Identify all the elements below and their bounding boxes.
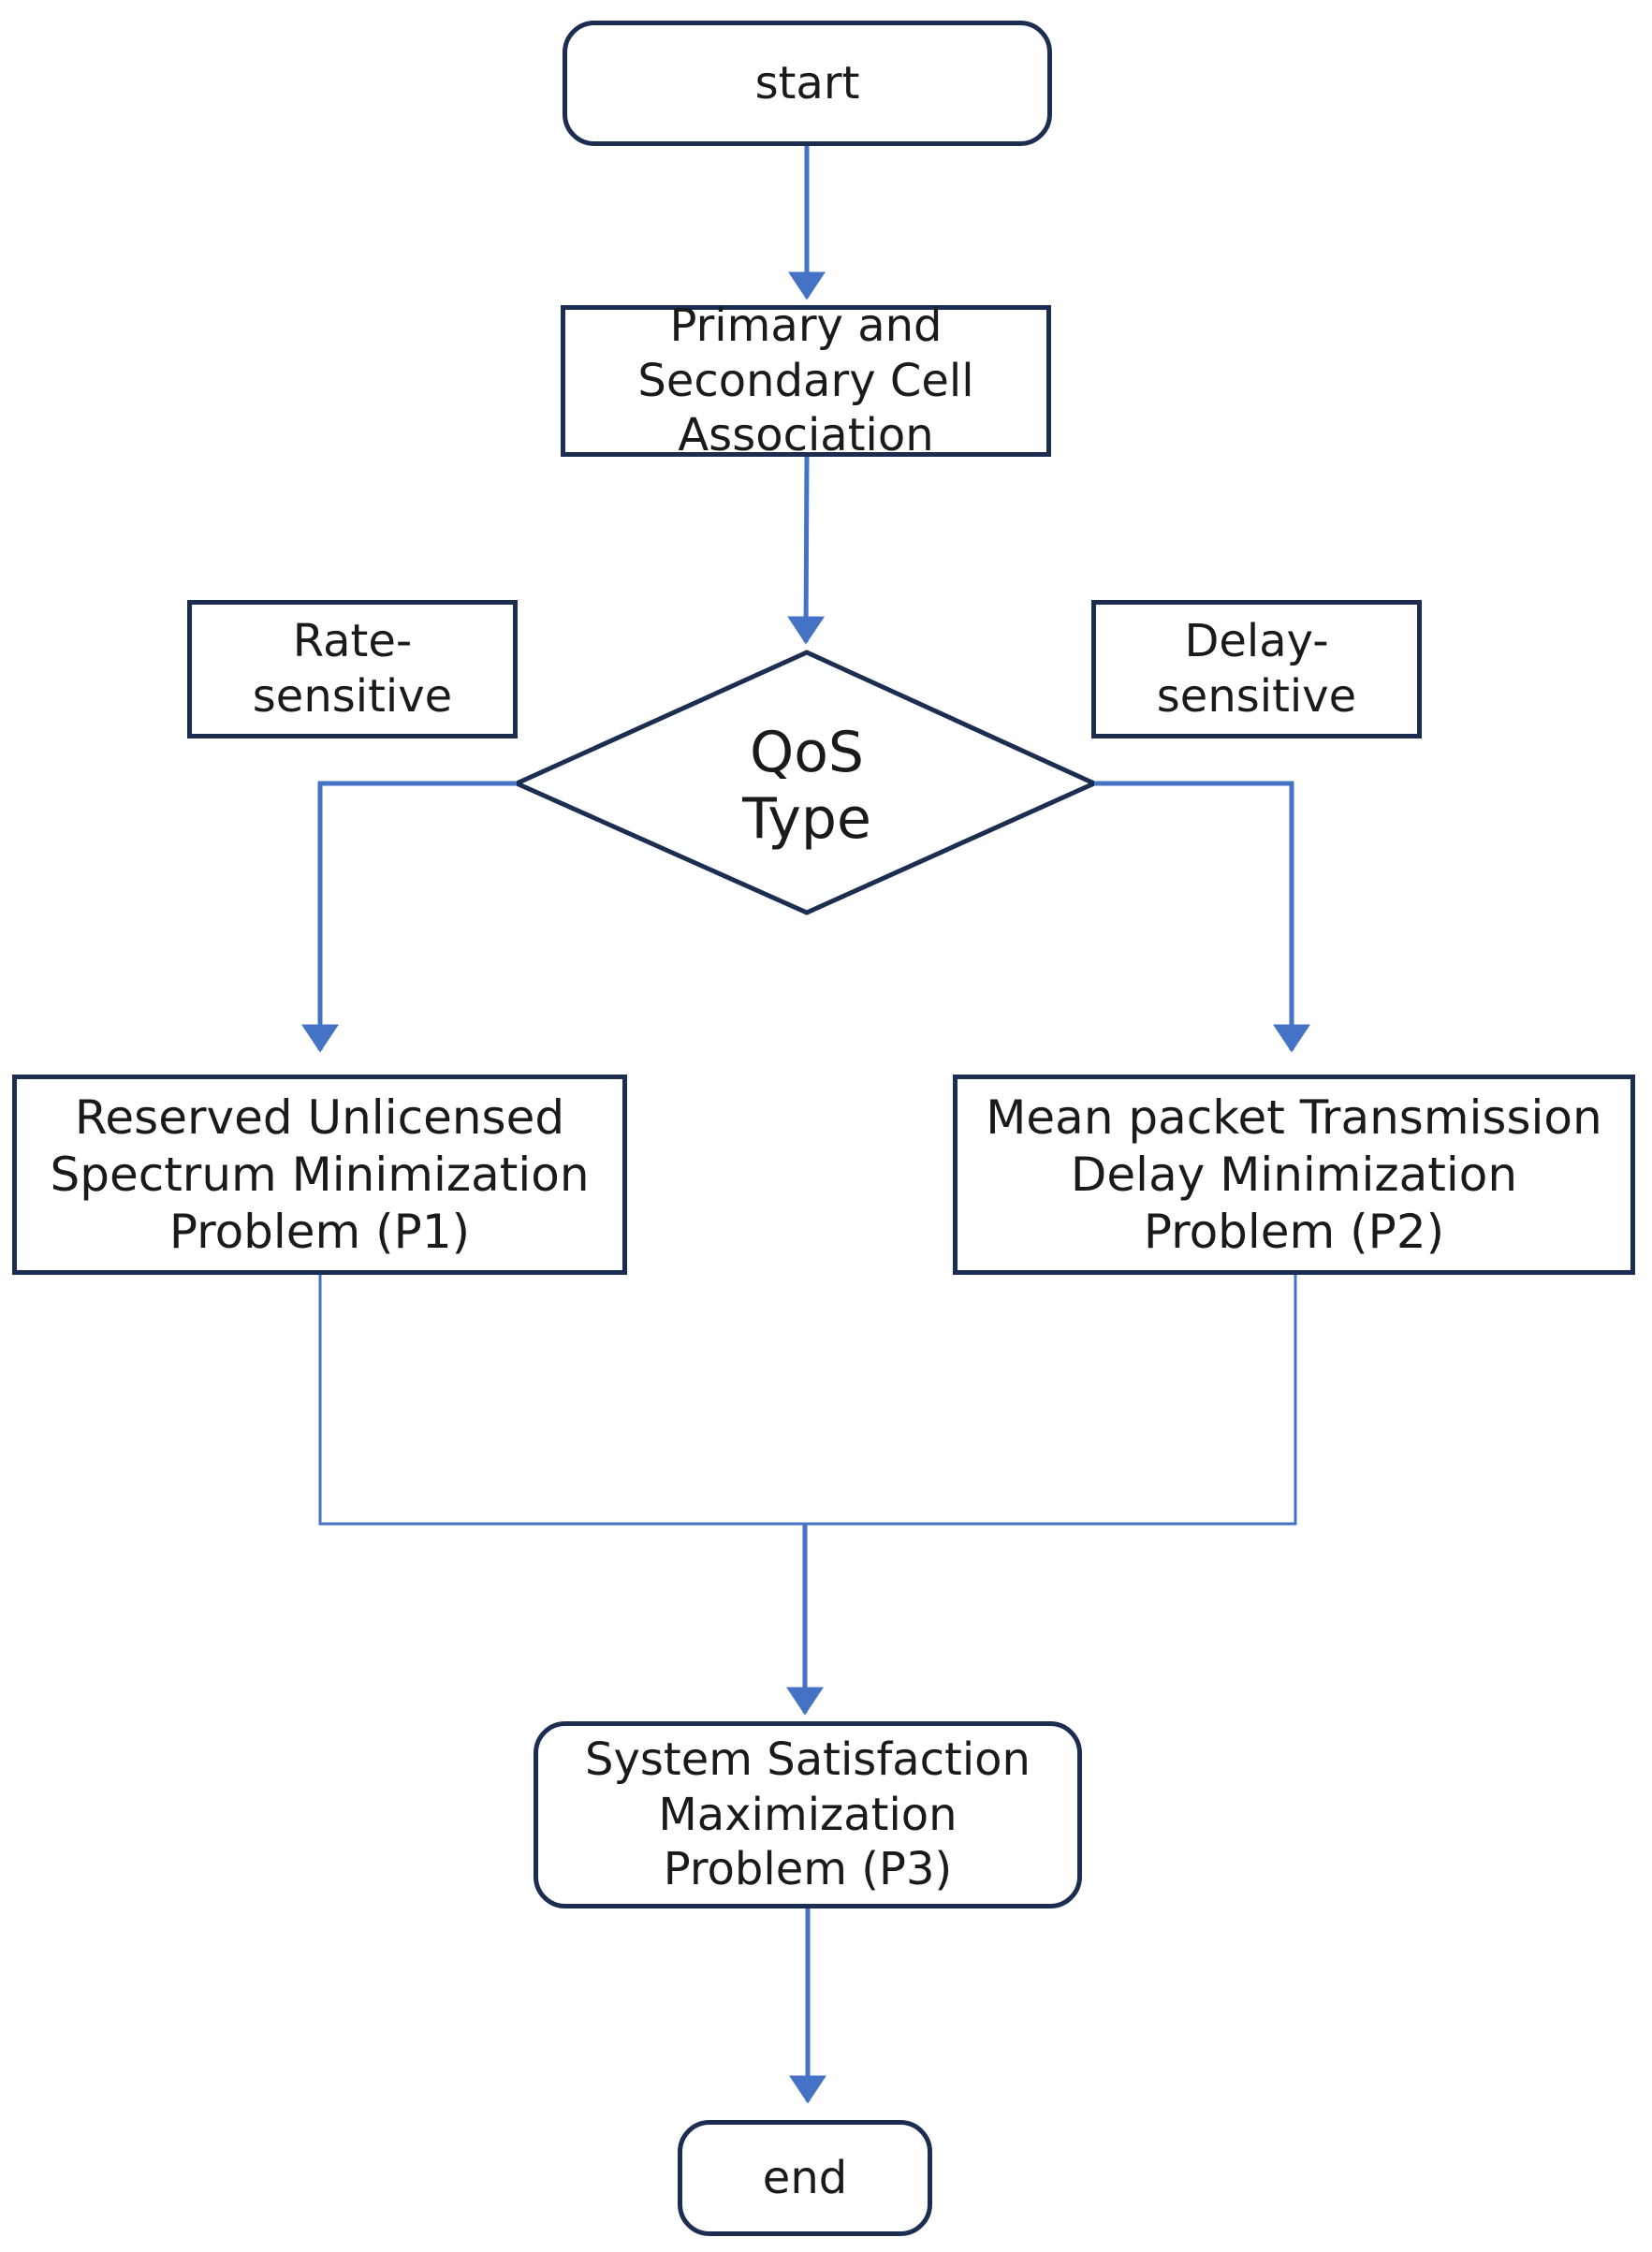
qos-type-label: QoS Type — [742, 720, 871, 852]
arrow-association-to-decision — [787, 456, 826, 645]
delay-sensitive-label: Delay- sensitive — [1091, 600, 1422, 738]
p2-problem-box: Mean packet Transmission Delay Minimizat… — [953, 1075, 1635, 1275]
rate-sensitive-label: Rate- sensitive — [187, 600, 518, 738]
start-node: start — [563, 21, 1052, 146]
arrow-decision-to-p1 — [301, 781, 517, 1053]
qos-type-decision-diamond — [510, 650, 1101, 915]
end-node: end — [678, 2120, 932, 2236]
p1-problem-box: Reserved Unlicensed Spectrum Minimizatio… — [12, 1075, 627, 1275]
cell-association-box: Primary and Secondary Cell Association — [561, 300, 1051, 461]
p3-problem-box: System Satisfaction Maximization Problem… — [534, 1721, 1082, 1908]
arrow-decision-to-p2 — [1094, 781, 1310, 1053]
merge-connector — [318, 1275, 1297, 1526]
